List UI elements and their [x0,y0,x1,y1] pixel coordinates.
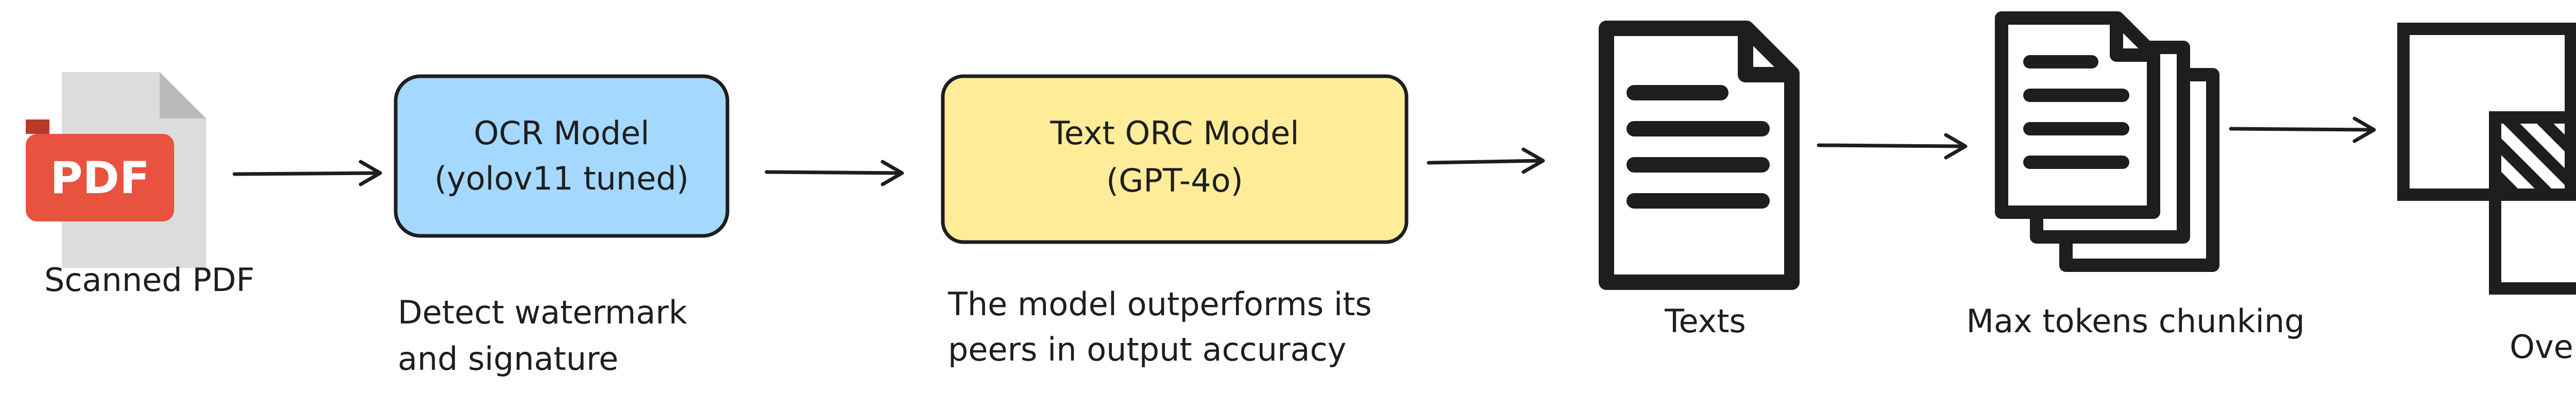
chunking-caption: Max tokens chunking [1966,302,2304,340]
orc-caption-line1: The model outperforms its [947,285,1372,323]
overlapping-squares-icon [2397,23,2576,295]
arrow-texts-to-chunking [1817,133,1968,160]
overlap-caption: Overlap [2510,328,2576,366]
orc-model-subtitle: (GPT-4o) [1106,162,1243,199]
orc-caption-line2: peers in output accuracy [948,331,1346,368]
stacked-documents-icon [1995,11,2219,272]
arrow-chunking-to-overlap [2229,116,2376,143]
ocr-caption-line2: and signature [398,340,618,378]
arrow-pdf-to-ocr [232,160,382,186]
document-icon [1599,21,1800,290]
scanned-pdf-caption: Scanned PDF [44,261,255,299]
ocr-model-title: OCR Model [473,114,649,152]
ocr-model-box [394,74,730,238]
pdf-file-icon [26,72,206,268]
ocr-caption-line1: Detect watermark [398,294,687,331]
orc-model-title: Text ORC Model [1049,114,1299,152]
arrow-orc-to-texts [1427,147,1545,174]
orc-model-box [941,74,1409,244]
ocr-model-subtitle: (yolov11 tuned) [434,160,689,197]
pdf-badge-label: PDF [50,152,149,204]
texts-caption: Texts [1664,302,1746,340]
arrow-ocr-to-orc [765,160,904,186]
